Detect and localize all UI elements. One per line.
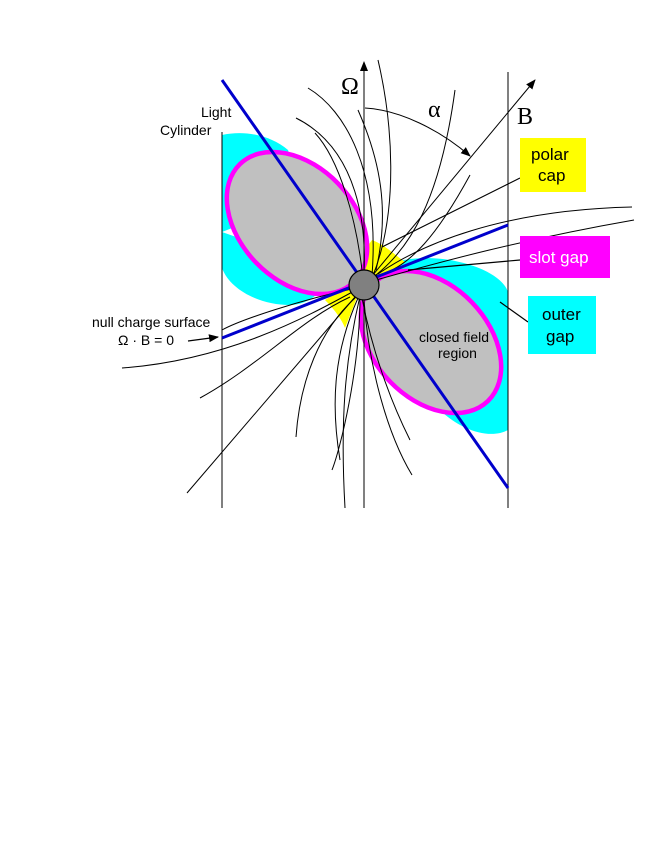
null-charge-label-line1: null charge surface	[92, 314, 211, 330]
slot-gap-leader	[407, 259, 521, 271]
omega-label: Ω	[341, 74, 359, 100]
null-charge-label-line2: Ω · B = 0	[118, 332, 174, 348]
lower-left-diagonal	[186, 296, 356, 494]
slot-gap-legend: slot gap	[520, 236, 610, 278]
polar-cap-region-lower	[325, 280, 358, 328]
alpha-label: α	[428, 97, 441, 123]
polar-cap-legend: polar cap	[520, 138, 586, 192]
light-cylinder-label-line1: Light	[201, 104, 231, 120]
outer-gap-legend: outer gap	[528, 296, 596, 354]
outer-gap-text-line2: gap	[546, 327, 574, 346]
polar-cap-text-line2: cap	[538, 166, 565, 185]
alpha-arc	[364, 107, 471, 157]
b-axis-line	[371, 79, 536, 277]
neutron-star	[348, 269, 380, 301]
slot-gap-swatch	[520, 236, 610, 278]
closed-field-label-line2: region	[438, 345, 477, 361]
slot-gap-text: slot gap	[529, 248, 589, 267]
outer-gap-swatch	[528, 296, 596, 354]
b-axis-label: B	[517, 104, 533, 130]
outer-gap-text-line1: outer	[542, 305, 581, 324]
null-charge-arrow	[187, 334, 219, 343]
light-cylinder-label-line2: Cylinder	[160, 122, 212, 138]
outer-gap-leader	[499, 301, 529, 323]
closed-field-label-line1: closed field	[419, 329, 489, 345]
polar-cap-text-line1: polar	[531, 145, 569, 164]
polar-cap-leader	[381, 177, 521, 248]
polar-cap-swatch	[520, 138, 586, 192]
